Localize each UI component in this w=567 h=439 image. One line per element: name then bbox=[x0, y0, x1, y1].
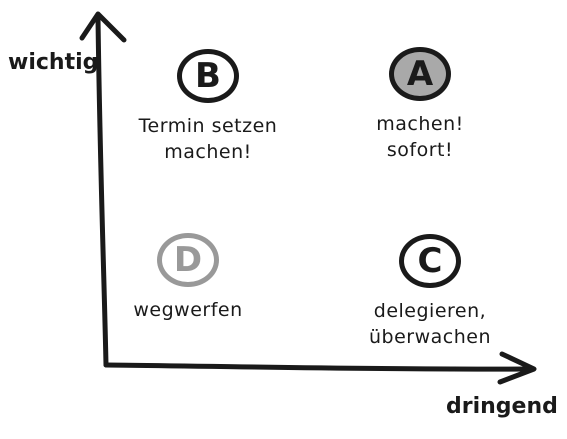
badge-c: C bbox=[399, 234, 461, 288]
quadrant-b-caption: Termin setzen machen! bbox=[108, 113, 308, 165]
y-axis-label: wichtig bbox=[8, 50, 99, 75]
x-axis-arrow-icon bbox=[497, 351, 537, 385]
caption-line: delegieren, bbox=[373, 300, 487, 322]
quadrant-d-caption: wegwerfen bbox=[88, 297, 288, 323]
caption-line: machen! bbox=[376, 113, 464, 135]
caption-line: sofort! bbox=[386, 139, 454, 161]
quadrant-a-caption: machen! sofort! bbox=[320, 111, 520, 163]
quadrant-d: D wegwerfen bbox=[88, 233, 288, 323]
y-axis-line bbox=[95, 15, 109, 368]
caption-line: wegwerfen bbox=[133, 299, 243, 321]
quadrant-c-caption: delegieren, überwachen bbox=[330, 298, 530, 350]
badge-d: D bbox=[157, 233, 219, 287]
quadrant-b: B Termin setzen machen! bbox=[108, 49, 308, 165]
x-axis-line bbox=[103, 362, 533, 372]
y-axis-arrow-icon bbox=[79, 11, 127, 43]
caption-line: machen! bbox=[164, 141, 252, 163]
x-axis-label: dringend bbox=[446, 394, 558, 419]
badge-b: B bbox=[177, 49, 239, 103]
caption-line: überwachen bbox=[368, 326, 491, 348]
quadrant-c: C delegieren, überwachen bbox=[330, 234, 530, 350]
quadrant-a: A machen! sofort! bbox=[320, 47, 520, 163]
badge-a: A bbox=[389, 47, 451, 101]
caption-line: Termin setzen bbox=[138, 115, 278, 137]
